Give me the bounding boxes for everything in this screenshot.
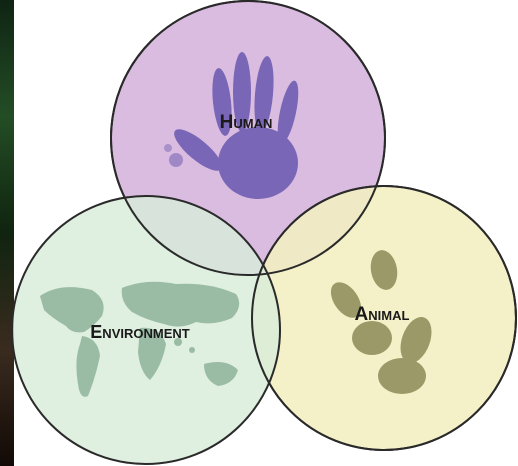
human-label: Human — [220, 112, 273, 133]
animal-label: Animal — [355, 304, 410, 325]
human-circle-outline — [110, 0, 386, 276]
handprint-icon — [164, 52, 299, 199]
paw-print-icon — [330, 250, 432, 394]
environment-label: Environment — [90, 322, 189, 342]
dark-photo-edge-strip — [0, 0, 14, 466]
animal-circle-outline — [251, 185, 517, 451]
world-map-icon — [40, 281, 240, 397]
